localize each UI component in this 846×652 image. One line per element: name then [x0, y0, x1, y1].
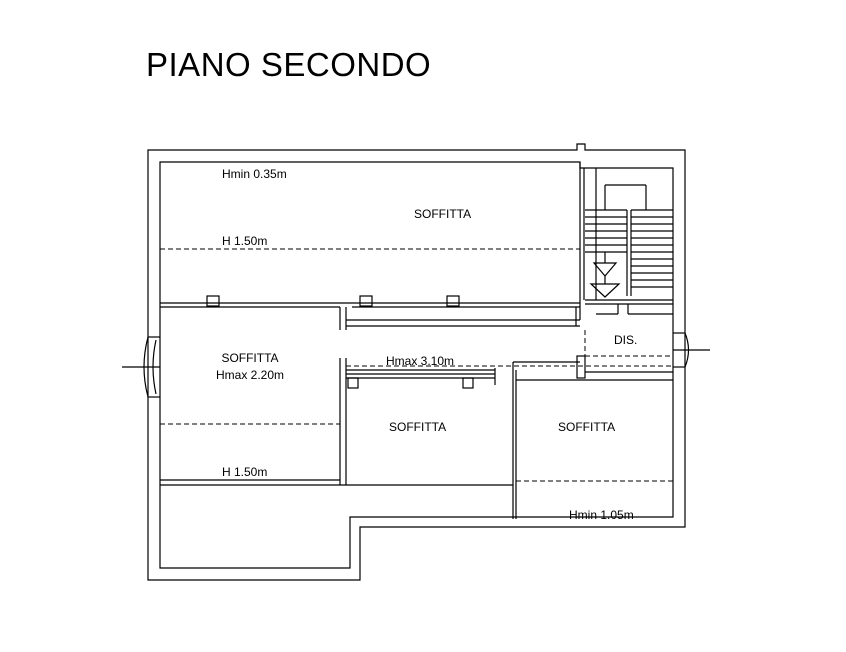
post — [347, 377, 359, 389]
left-room-h: H 1.50m — [222, 465, 268, 479]
outer-wall-outer — [147, 143, 686, 581]
left-room-label: SOFFITTA — [221, 351, 279, 365]
post — [462, 377, 474, 389]
middle-room-label: SOFFITTA — [389, 420, 447, 434]
stair-arrow — [592, 262, 618, 277]
top-room-h: H 1.50m — [222, 234, 268, 248]
plan-title: PIANO SECONDO — [146, 46, 432, 83]
right-room-label: SOFFITTA — [558, 420, 616, 434]
left-room-hmax: Hmax 2.20m — [215, 368, 285, 382]
post — [206, 295, 220, 307]
stair-treads-right — [631, 209, 673, 288]
post — [359, 295, 373, 307]
stair-treads-left — [585, 209, 627, 253]
top-room-label: SOFFITTA — [414, 207, 472, 221]
stair-arrow — [589, 283, 621, 298]
right-room-hmin: Hmin 1.05m — [569, 508, 634, 522]
post — [446, 295, 460, 307]
landing-label: DIS. — [614, 333, 638, 347]
middle-room-hmax: Hmax 3.10m — [386, 354, 455, 368]
top-room-hmin: Hmin 0.35m — [222, 167, 287, 181]
